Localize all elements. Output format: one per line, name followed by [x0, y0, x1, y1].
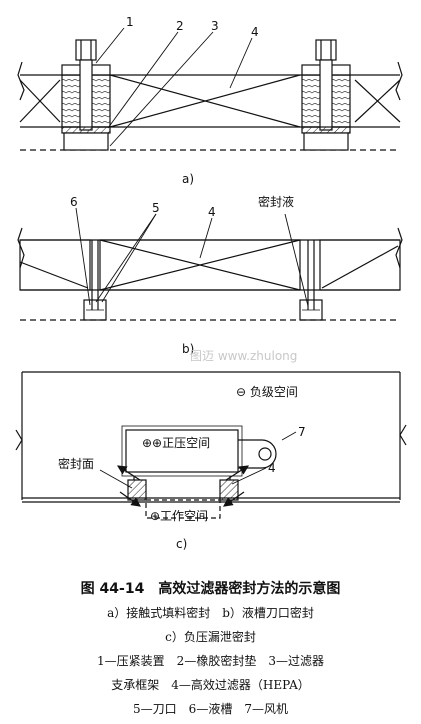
caption-line-4: 支承框架 4—高效过滤器（HEPA）: [111, 678, 310, 692]
diagram-b: [17, 207, 403, 321]
callout-1: 1: [126, 15, 134, 29]
sublabel-a: a): [182, 172, 194, 186]
positive-pressure-label: ⊕⊕正压空间: [142, 436, 210, 450]
watermark: 图迈 www.zhulong: [190, 349, 297, 363]
negative-pressure-label: ⊖ 负级空间: [236, 385, 298, 399]
callout-6: 6: [70, 195, 78, 209]
callout-3: 3: [211, 19, 219, 33]
diagram-c: [15, 371, 407, 519]
callout-5: 5: [152, 201, 160, 215]
callout-4c: 4: [268, 461, 276, 475]
callout-4a: 4: [251, 25, 259, 39]
figure-title: 图 44-14 高效过滤器密封方法的示意图: [80, 581, 341, 597]
callout-7: 7: [298, 425, 306, 439]
seal-face-label: 密封面: [58, 456, 94, 471]
caption-line-5: 5—刀口 6—液槽 7—风机: [133, 702, 288, 716]
caption-line-3: 1—压紧装置 2—橡胶密封垫 3—过滤器: [97, 654, 324, 668]
diagram-a: [17, 27, 403, 151]
callout-2: 2: [176, 19, 184, 33]
caption-line-2: c）负压漏泄密封: [165, 630, 256, 644]
sublabel-c: c): [176, 537, 187, 551]
caption-line-1: a）接触式填料密封 b）液槽刀口密封: [107, 606, 314, 620]
seal-liquid-label: 密封液: [258, 194, 294, 209]
work-space-label: ⊕工作空间: [150, 509, 208, 523]
sublabel-b: b): [182, 342, 194, 356]
callout-4b: 4: [208, 205, 216, 219]
